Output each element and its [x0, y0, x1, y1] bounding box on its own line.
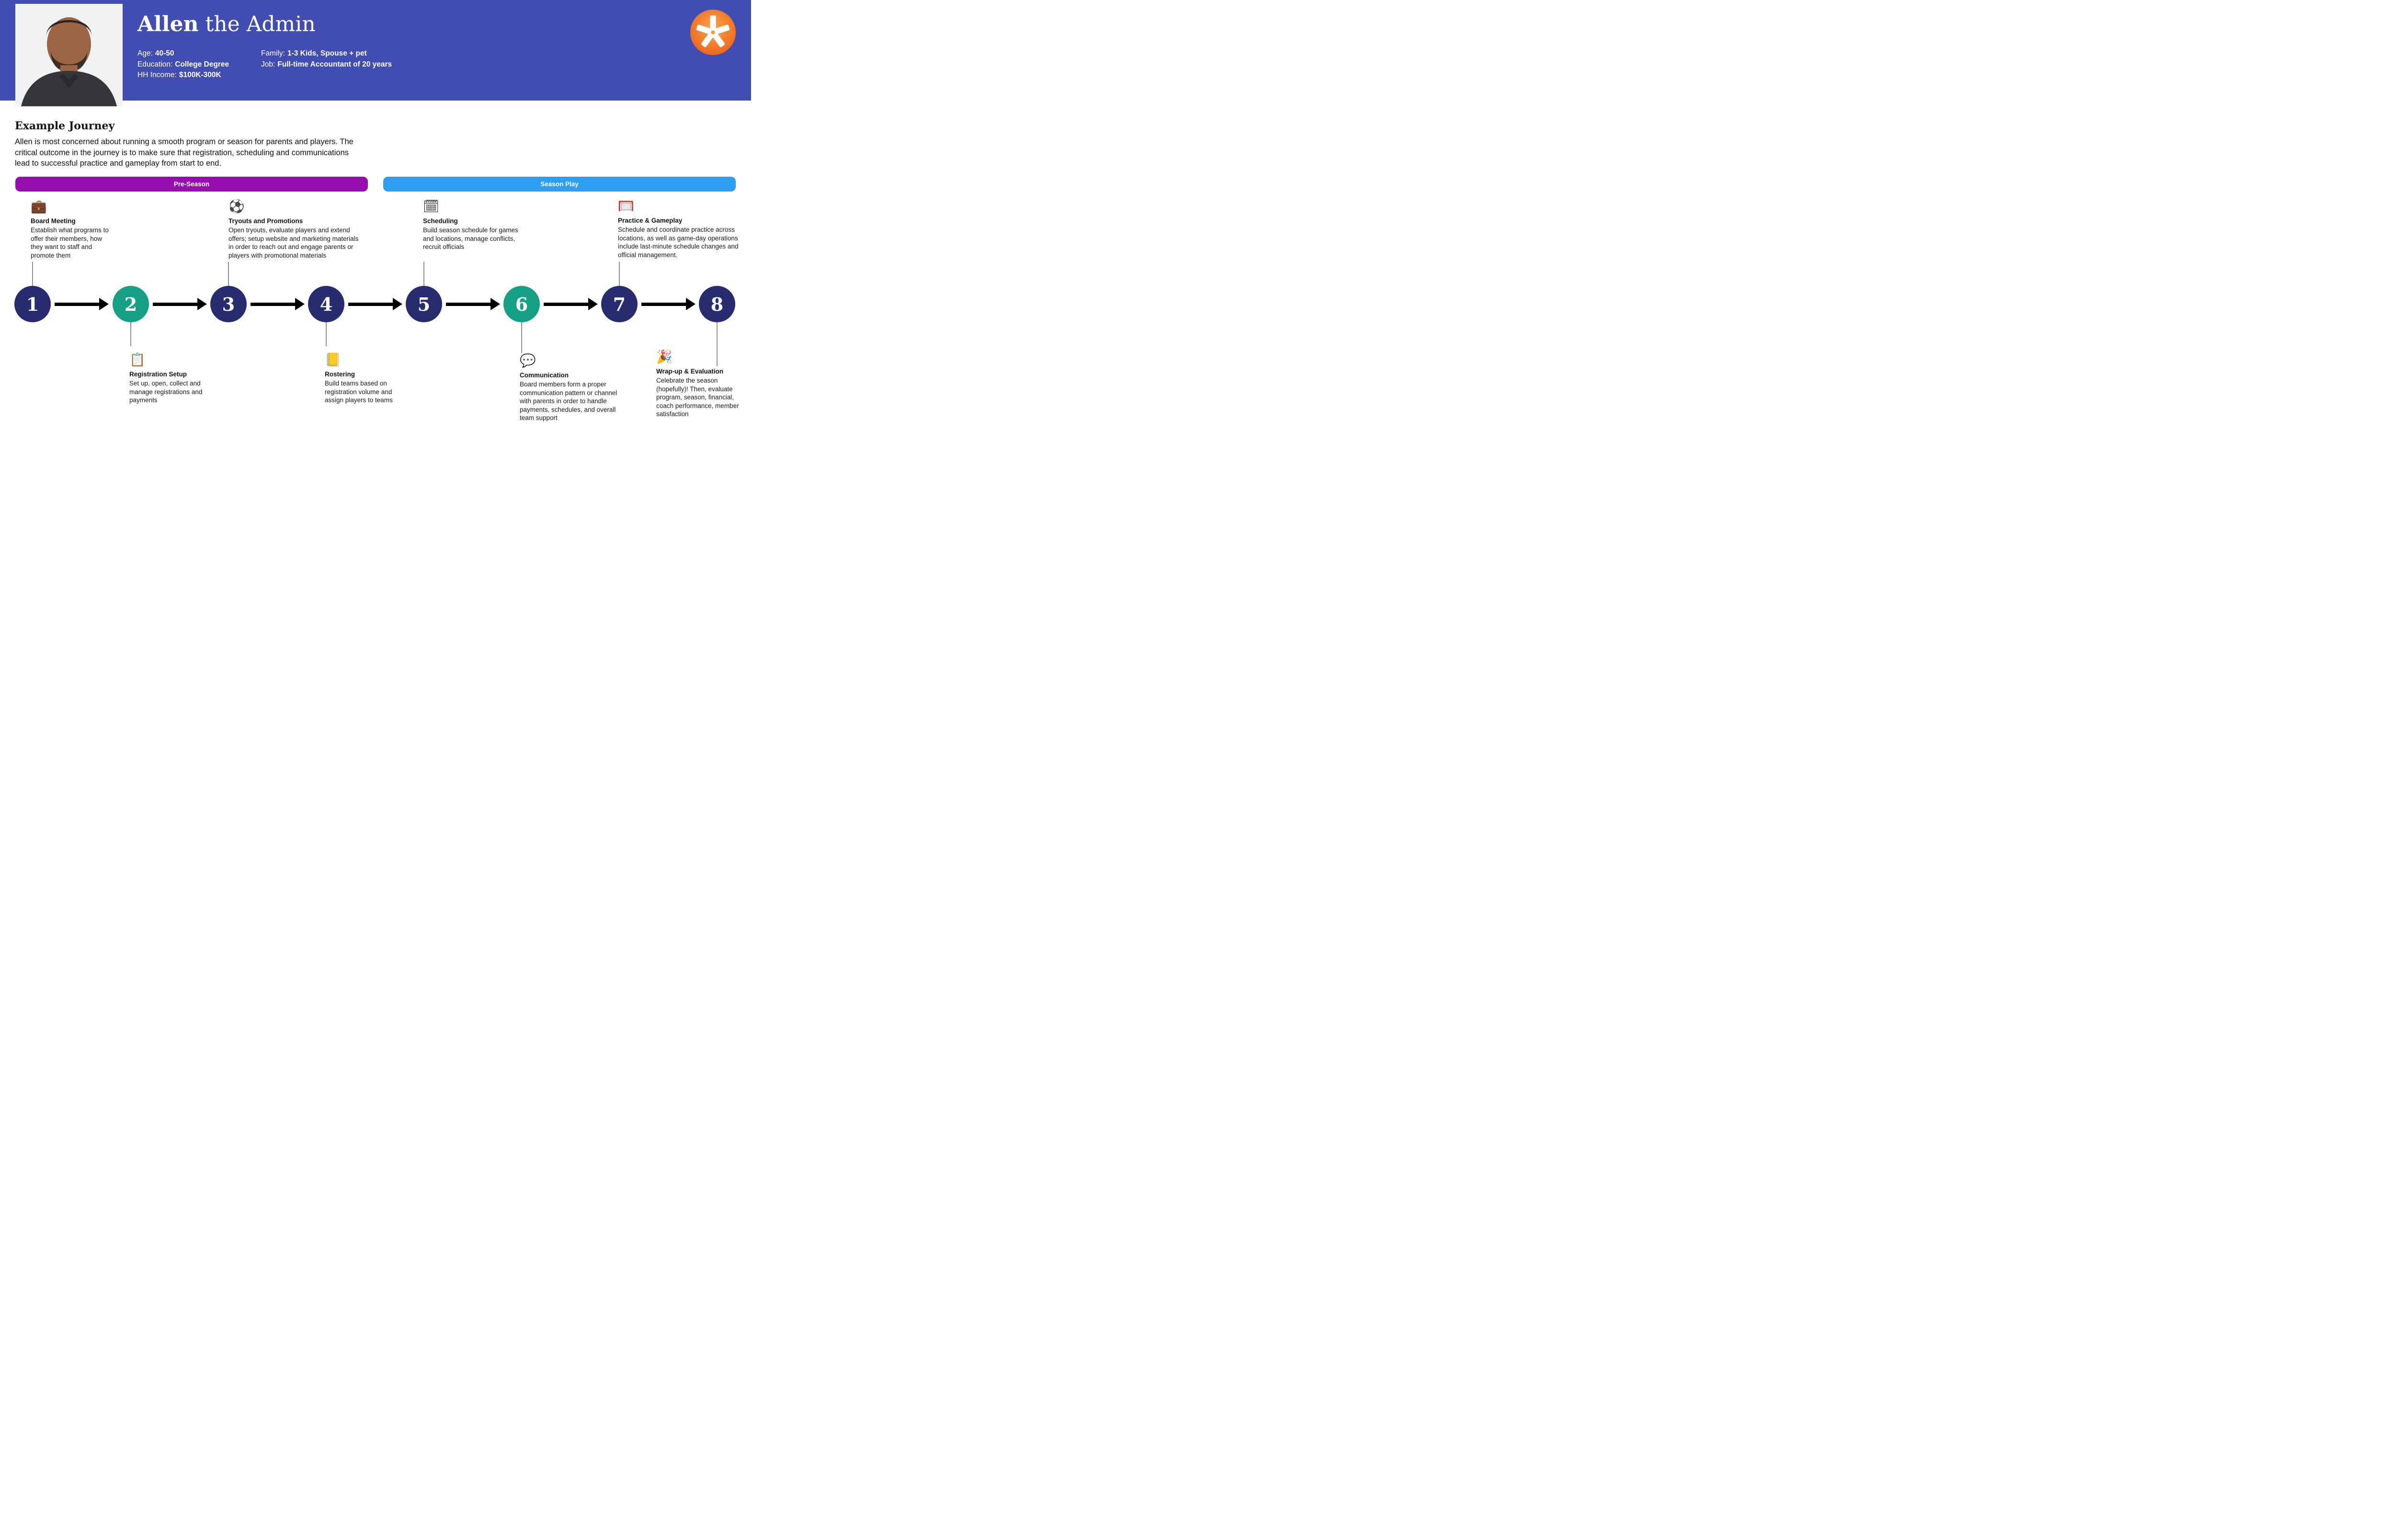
persona-journey-page: Allen the Admin Age:40-50 Education:Coll…	[0, 0, 751, 459]
goal-net-icon: 🥅	[618, 199, 634, 214]
step-text: Board members form a proper communicatio…	[520, 381, 617, 422]
connector-line	[32, 262, 33, 286]
arrow-right-icon	[641, 298, 696, 310]
timeline-step-circle-6: 6	[503, 286, 540, 322]
timeline-step-circle-8: 8	[699, 286, 735, 322]
step-block-tryouts-promotions: ⚽ Tryouts and Promotions Open tryouts, e…	[228, 199, 359, 260]
spiral-calendar-icon: 🗓	[423, 199, 440, 214]
step-text: Build teams based on registration volume…	[325, 380, 393, 404]
step-text: Open tryouts, evaluate players and exten…	[228, 226, 359, 259]
timeline-step-circle-3: 3	[210, 286, 247, 322]
arrow-right-icon	[446, 298, 500, 310]
speech-bubble-icon: 💬	[520, 353, 536, 368]
detail-income: HH Income:$100K-300K	[137, 71, 221, 79]
clipboard-icon: 📋	[129, 352, 146, 367]
soccer-ball-icon: ⚽	[228, 199, 245, 214]
step-block-rostering: 📒 Rostering Build teams based on registr…	[325, 352, 401, 405]
connector-line	[423, 262, 424, 286]
step-title: Scheduling	[423, 217, 458, 225]
detail-age: Age:40-50	[137, 49, 174, 57]
timeline-step-circle-5: 5	[406, 286, 442, 322]
persona-details-left: Age:40-50 Education:College Degree HH In…	[137, 48, 229, 81]
step-text: Set up, open, collect and manage registr…	[129, 380, 203, 404]
persona-first-name: Allen	[137, 12, 199, 36]
persona-photo	[15, 4, 123, 106]
persona-details-right: Family:1-3 Kids, Spouse + pet Job:Full-t…	[261, 48, 392, 70]
timeline-step-circle-4: 4	[308, 286, 344, 322]
phase-label: Season Play	[540, 181, 579, 188]
step-text: Celebrate the season (hopefully)! Then, …	[656, 377, 739, 418]
journey-description: Allen is most concerned about running a …	[15, 137, 354, 168]
arrow-right-icon	[153, 298, 207, 310]
header-band	[0, 0, 751, 101]
connector-line	[228, 262, 229, 286]
party-popper-icon: 🎉	[656, 350, 673, 364]
timeline-step-circle-7: 7	[601, 286, 638, 322]
connector-line	[619, 262, 620, 286]
asterisk-icon	[690, 10, 736, 55]
detail-job: Job:Full-time Accountant of 20 years	[261, 60, 392, 68]
person-silhouette-image	[15, 4, 123, 106]
briefcase-icon: 💼	[31, 199, 47, 214]
step-text: Build season schedule for games and loca…	[423, 226, 518, 251]
step-text: Schedule and coordinate practice across …	[618, 226, 739, 259]
persona-name-suffix: the Admin	[198, 12, 316, 36]
detail-family: Family:1-3 Kids, Spouse + pet	[261, 49, 367, 57]
phase-label: Pre-Season	[173, 181, 210, 188]
step-block-registration-setup: 📋 Registration Setup Set up, open, colle…	[129, 352, 213, 405]
step-block-communication: 💬 Communication Board members form a pro…	[520, 353, 622, 422]
step-block-wrapup-evaluation: 🎉 Wrap-up & Evaluation Celebrate the sea…	[656, 350, 741, 419]
phase-bar-pre-season: Pre-Season	[15, 177, 368, 192]
detail-education: Education:College Degree	[137, 60, 229, 68]
arrow-right-icon	[348, 298, 402, 310]
step-block-practice-gameplay: 🥅 Practice & Gameplay Schedule and coord…	[618, 199, 739, 259]
connector-line	[130, 322, 131, 346]
phase-bar-season-play: Season Play	[383, 177, 736, 192]
arrow-right-icon	[251, 298, 305, 310]
connector-line	[521, 322, 522, 353]
step-text: Establish what programs to offer their m…	[31, 226, 109, 259]
step-title: Registration Setup	[129, 371, 187, 378]
connector-line	[326, 322, 327, 346]
connector-line	[717, 322, 718, 366]
asterisk-logo	[690, 10, 736, 55]
timeline-step-circle-1: 1	[14, 286, 51, 322]
step-block-board-meeting: 💼 Board Meeting Establish what programs …	[31, 199, 115, 260]
persona-name: Allen the Admin	[137, 11, 316, 38]
step-title: Communication	[520, 372, 569, 379]
step-title: Wrap-up & Evaluation	[656, 368, 724, 375]
step-title: Tryouts and Promotions	[228, 217, 303, 225]
timeline-step-circle-2: 2	[113, 286, 149, 322]
arrow-right-icon	[55, 298, 109, 310]
step-title: Board Meeting	[31, 217, 76, 225]
step-block-scheduling: 🗓 Scheduling Build season schedule for g…	[423, 199, 519, 251]
step-title: Rostering	[325, 371, 355, 378]
step-title: Practice & Gameplay	[618, 217, 683, 224]
arrow-right-icon	[544, 298, 598, 310]
ledger-icon: 📒	[325, 352, 341, 367]
section-heading: Example Journey	[15, 120, 115, 132]
